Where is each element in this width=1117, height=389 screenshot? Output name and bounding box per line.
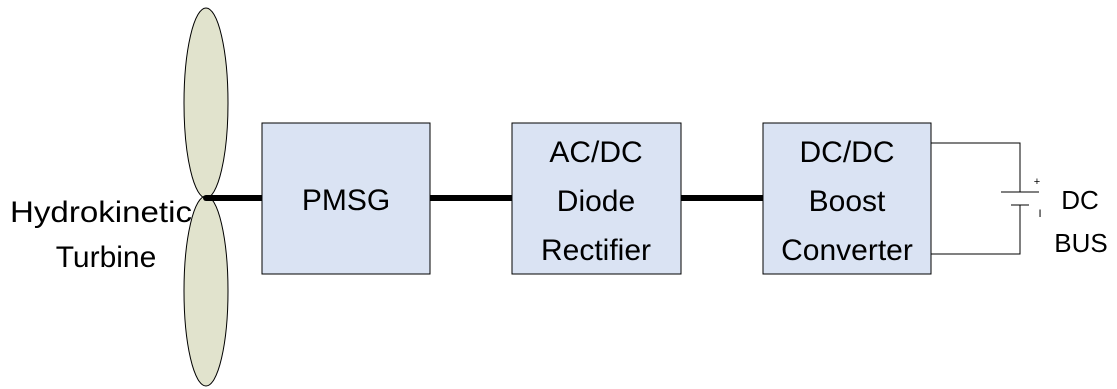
bus-wire-bottom bbox=[931, 205, 1021, 255]
pmsg-label: PMSG bbox=[302, 184, 390, 217]
turbine-blade-top bbox=[183, 7, 229, 199]
turbine-label-line2: Turbine bbox=[56, 241, 157, 274]
converter-block bbox=[762, 122, 932, 275]
rectifier-block bbox=[511, 122, 682, 275]
bus-label-line1: DC bbox=[1061, 185, 1099, 215]
bus-label-line2: BUS bbox=[1054, 228, 1107, 258]
battery-minus-sign: I bbox=[1038, 208, 1041, 220]
turbine-label-line1: Hydrokinetic bbox=[10, 196, 192, 229]
rectifier-label-line3: Rectifier bbox=[541, 234, 651, 267]
converter-label-line1: DC/DC bbox=[800, 136, 895, 169]
rectifier-label-line2: Diode bbox=[557, 185, 635, 218]
pmsg-block bbox=[261, 122, 431, 275]
bus-wire-top bbox=[931, 142, 1021, 192]
converter-label-line2: Boost bbox=[809, 185, 886, 218]
converter-label-line3: Converter bbox=[781, 234, 913, 267]
battery-plus-sign: + bbox=[1034, 176, 1040, 188]
rectifier-label-line1: AC/DC bbox=[549, 136, 642, 169]
